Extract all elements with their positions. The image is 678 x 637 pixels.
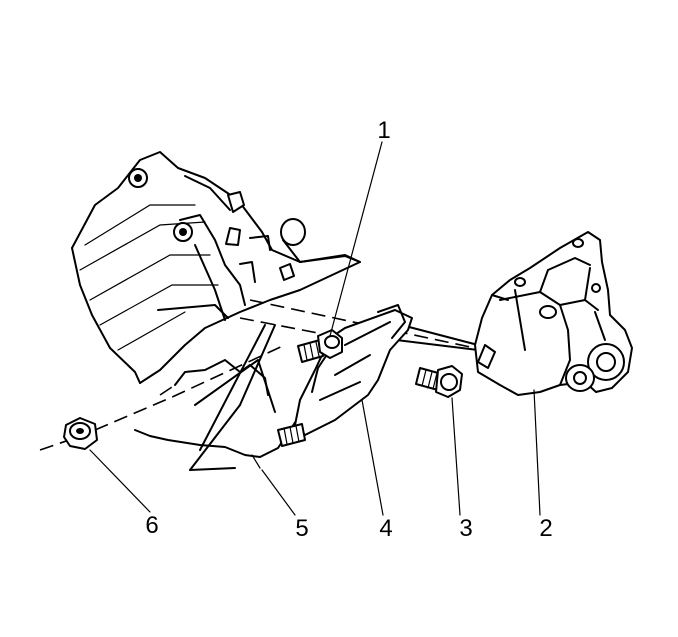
callout-4: 4 [379,515,392,542]
alignment-lines [39,299,479,471]
bolt-3 [415,365,463,398]
callout-6: 6 [145,512,158,539]
callout-2: 2 [539,515,552,542]
leader-line-2 [533,389,541,516]
leader-line-5 [261,469,296,516]
leader-line-3 [451,397,461,516]
insulator-stud [277,423,306,447]
mount-bracket [474,231,633,396]
leader-line-6 [89,449,151,513]
bolt-1 [297,329,343,363]
nut [63,417,98,450]
callout-3: 3 [459,515,472,542]
leader-lines [89,141,541,516]
transmission-case [71,151,361,384]
callout-5: 5 [295,515,308,542]
leader-line-1 [329,141,383,337]
lower-mount-outline [134,359,311,469]
mount-insulator [294,304,413,436]
callout-1: 1 [377,117,390,144]
leader-line-4 [361,399,384,516]
callout-labels: 1 2 3 4 5 6 [145,117,552,542]
